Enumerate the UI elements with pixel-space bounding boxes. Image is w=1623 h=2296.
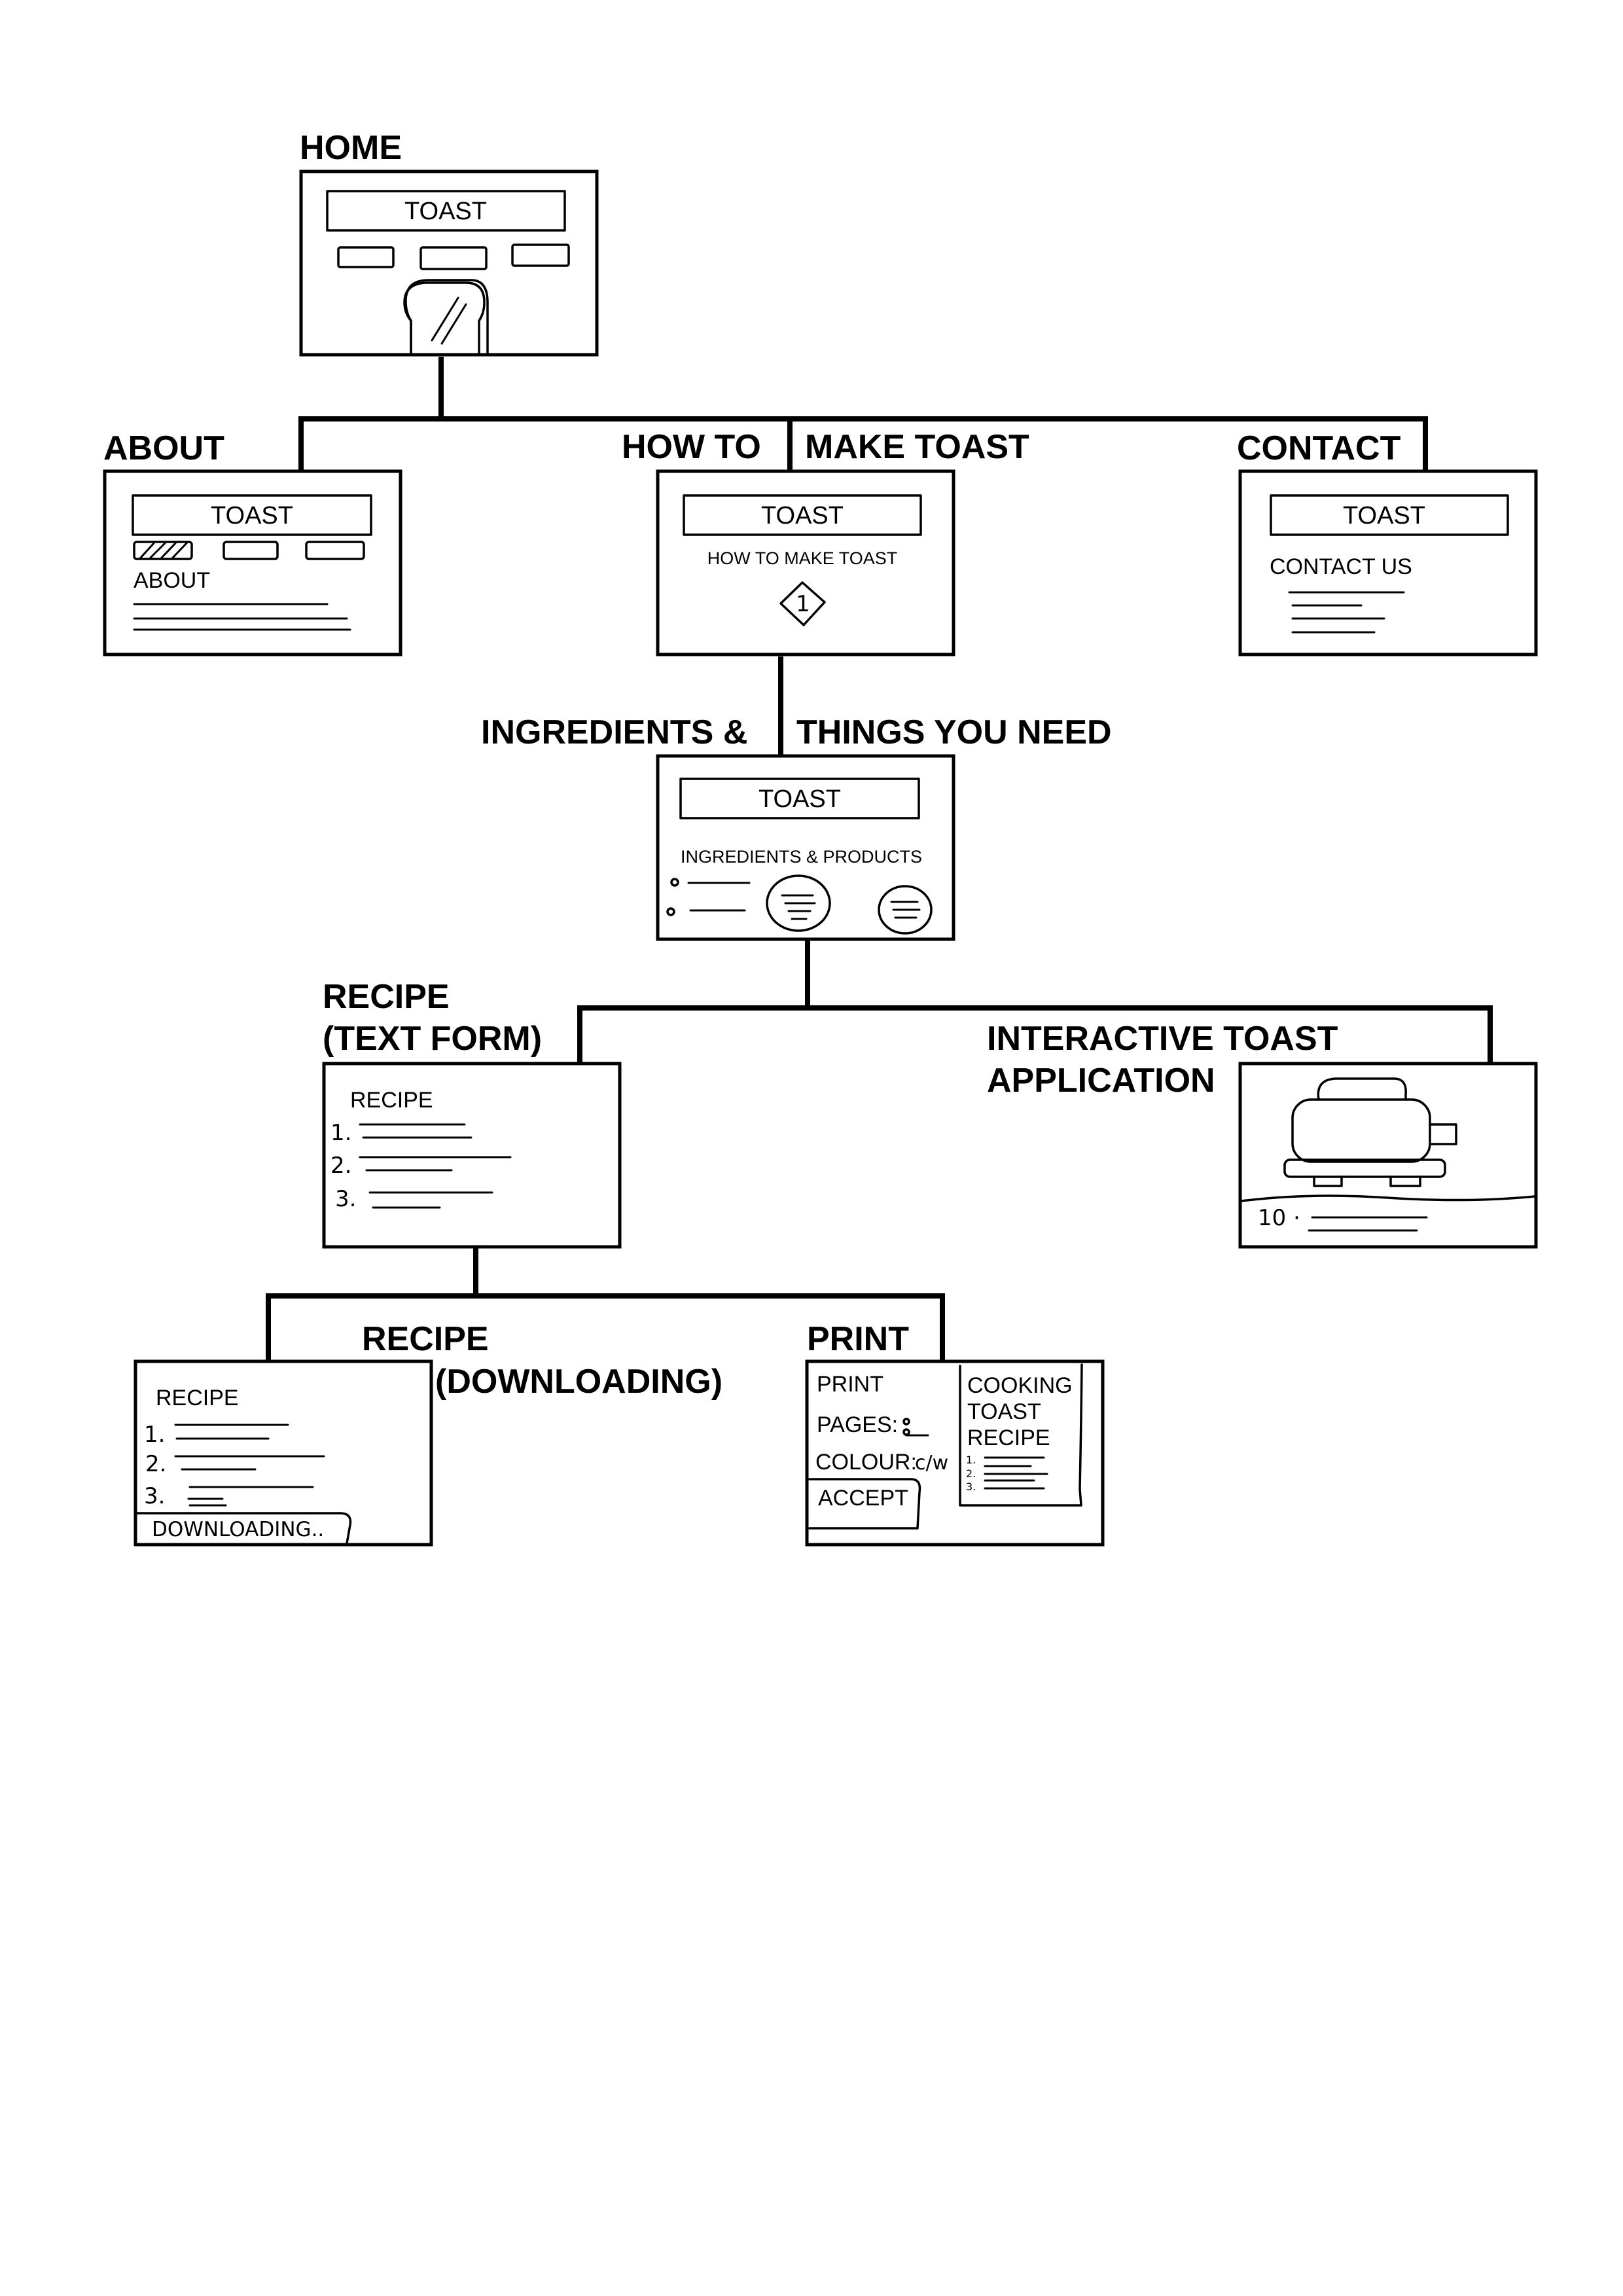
print-preview-title-1: COOKING: [967, 1373, 1073, 1398]
recipe-text-step-2: 2.: [330, 1153, 351, 1179]
wireframe-contact: TOAST CONTACT US: [1238, 469, 1538, 656]
ingredients-bullet-list: [666, 878, 751, 916]
toaster-icon: [1283, 1077, 1457, 1187]
print-preview-page: [959, 1363, 1083, 1507]
wireframe-how-to: TOAST HOW TO MAKE TOAST 1: [656, 469, 955, 656]
about-heading-text: ABOUT: [134, 568, 210, 593]
wireframe-about: TOAST ABOUT: [103, 469, 402, 656]
recipe-text-step-3: 3.: [335, 1186, 356, 1212]
about-header-bar: [132, 494, 372, 536]
step-diamond-icon: [779, 581, 826, 626]
ingredients-heading-text: INGREDIENTS & PRODUCTS: [681, 847, 922, 867]
product-image-icon-2: [878, 885, 933, 935]
print-pages-dot-1: [902, 1418, 910, 1426]
print-preview-lines: [984, 1456, 1048, 1490]
download-status-text: DOWNLOADING..: [152, 1518, 324, 1541]
interactive-frame: [1238, 1062, 1538, 1249]
home-nav-button-3: [511, 243, 570, 267]
recipe-text-step-1: 1.: [330, 1120, 351, 1146]
home-nav-button-2: [419, 246, 488, 270]
print-preview-step-1: 1.: [966, 1454, 976, 1466]
how-to-heading-text: HOW TO MAKE TOAST: [707, 548, 898, 568]
counter-surface-line: [1240, 1194, 1536, 1202]
how-to-header-text: TOAST: [761, 502, 844, 529]
section-labels: HOME ABOUT HOW TO MAKE TOAST CONTACT ING…: [103, 129, 1401, 1401]
print-preview-step-3: 3.: [966, 1480, 976, 1493]
label-print: PRINT: [807, 1320, 909, 1358]
print-colour-value: c/w: [915, 1452, 948, 1475]
label-interactive-part2: APPLICATION: [987, 1062, 1215, 1100]
recipe-text-lines: [359, 1123, 512, 1209]
wireframe-recipe-download: RECIPE 1. 2. 3. DOWNLOADING..: [134, 1359, 433, 1547]
wireframe-home: TOAST: [299, 170, 599, 357]
ingredients-header-text: TOAST: [758, 785, 841, 813]
about-frame: [103, 469, 402, 656]
how-to-step-number: 1: [796, 591, 810, 617]
contact-frame: [1238, 469, 1538, 656]
home-header-bar: [326, 190, 566, 232]
wireframe-recipe-text: RECIPE 1. 2. 3.: [322, 1062, 622, 1249]
print-pages-label: PAGES:: [817, 1412, 898, 1437]
label-ingredients-part2: THINGS YOU NEED: [796, 713, 1112, 751]
label-recipe-text-part2: (TEXT FORM): [323, 1020, 542, 1058]
print-accept-label: ACCEPT: [818, 1486, 908, 1511]
toast-slice-icon: [403, 279, 489, 356]
recipe-download-step-2: 2.: [145, 1451, 166, 1477]
label-how-to-part1: HOW TO: [622, 428, 761, 466]
connector-ingredients-level3: [577, 941, 1493, 1064]
contact-header-bar: [1270, 494, 1509, 536]
print-pages-dot-2: [902, 1428, 910, 1436]
label-recipe-download-part2: (DOWNLOADING): [435, 1363, 722, 1401]
print-preview-title-2: TOAST: [967, 1399, 1041, 1424]
download-status-bar: [134, 1512, 352, 1545]
contact-text-lines: [1288, 591, 1405, 634]
recipe-download-heading: RECIPE: [156, 1386, 239, 1410]
interactive-counter: 10 ·: [1258, 1205, 1300, 1231]
interactive-text-lines: [1308, 1216, 1428, 1232]
connector-recipe-level4: [266, 1247, 945, 1361]
print-preview-title-3: RECIPE: [967, 1426, 1050, 1450]
wireframe-interactive: 10 ·: [1238, 1062, 1538, 1249]
tree-connectors: [266, 357, 1493, 1361]
ingredients-frame: [656, 754, 955, 941]
print-accept-button: [808, 1478, 921, 1530]
recipe-text-frame: [322, 1062, 622, 1249]
about-nav-button-active: [133, 541, 193, 560]
label-recipe-download-part1: RECIPE: [362, 1320, 489, 1358]
print-colour-label: COLOUR:: [815, 1450, 917, 1475]
recipe-text-heading: RECIPE: [350, 1088, 433, 1113]
ingredients-header-bar: [679, 778, 920, 819]
label-contact: CONTACT: [1237, 429, 1401, 467]
recipe-download-step-1: 1.: [144, 1422, 165, 1448]
product-image-icon: [766, 874, 831, 932]
recipe-download-step-3: 3.: [144, 1483, 165, 1509]
print-heading: PRINT: [817, 1372, 883, 1397]
wireframe-ingredients: TOAST INGREDIENTS & PRODUCTS: [656, 754, 955, 941]
connector-home-level1: [298, 357, 1428, 471]
label-ingredients-part1: INGREDIENTS &: [481, 713, 747, 751]
home-header-text: TOAST: [404, 198, 487, 225]
label-how-to-part2: MAKE TOAST: [805, 428, 1029, 466]
home-nav-button-1: [337, 246, 395, 268]
print-preview-step-2: 2.: [966, 1467, 976, 1480]
home-frame: [299, 170, 599, 357]
label-recipe-text-part1: RECIPE: [323, 978, 450, 1016]
how-to-header-bar: [683, 494, 922, 536]
about-nav-button-2: [223, 541, 279, 560]
label-about: ABOUT: [103, 429, 224, 467]
about-text-lines: [133, 603, 351, 631]
contact-heading-text: CONTACT US: [1270, 554, 1412, 579]
about-nav-button-3: [305, 541, 365, 560]
print-frame: [805, 1359, 1105, 1547]
label-interactive-part1: INTERACTIVE TOAST: [987, 1020, 1338, 1058]
about-header-text: TOAST: [211, 502, 293, 529]
label-home: HOME: [300, 129, 402, 167]
wireframe-print: PRINT PAGES: COLOUR: c/w ACCEPT COOKING …: [805, 1359, 1105, 1547]
contact-header-text: TOAST: [1343, 502, 1425, 529]
recipe-download-lines: [174, 1424, 325, 1507]
